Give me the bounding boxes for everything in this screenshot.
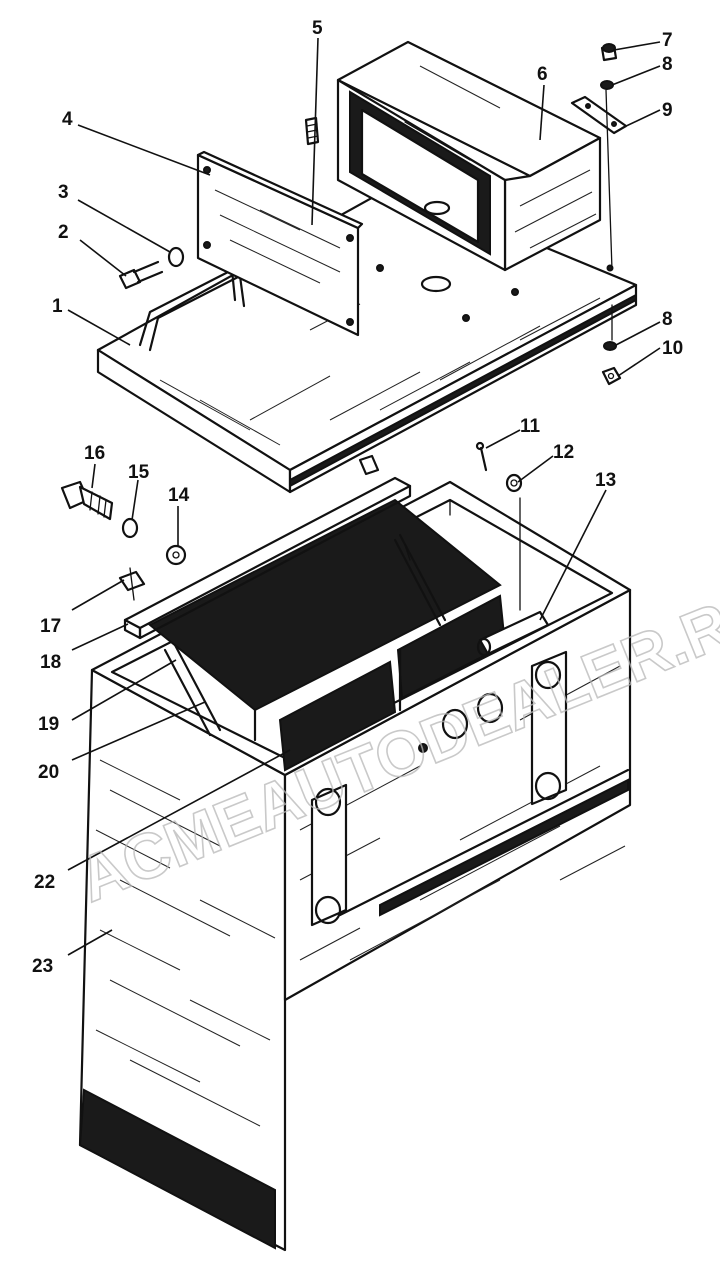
callout-1: 1 xyxy=(52,296,63,317)
part-6-switch-housing xyxy=(336,40,602,272)
strap-bracket-left xyxy=(310,783,348,927)
part-22-batteries xyxy=(148,498,550,772)
callout-10: 10 xyxy=(662,338,683,359)
strap-bracket-right xyxy=(530,650,568,806)
part-12-nut xyxy=(505,473,523,493)
part-19-20-holddown-rods xyxy=(163,533,447,737)
part-23-battery-box xyxy=(78,480,632,1252)
callout-6: 6 xyxy=(537,64,548,85)
callout-2: 2 xyxy=(58,222,69,243)
part-5-stud xyxy=(304,116,320,146)
callout-13: 13 xyxy=(595,470,616,491)
part-9-mount-axis xyxy=(605,89,613,271)
callout-14: 14 xyxy=(168,485,190,506)
callout-12: 12 xyxy=(553,442,574,463)
callout-16: 16 xyxy=(84,443,105,464)
part-18-clamp-bar xyxy=(123,476,412,640)
callout-8: 8 xyxy=(662,54,673,75)
terminal-nut xyxy=(358,454,380,476)
part-14-washer xyxy=(165,544,187,566)
callout-11: 11 xyxy=(520,416,541,437)
callout-17: 17 xyxy=(40,616,61,637)
callout-3: 3 xyxy=(58,182,69,203)
callout-19: 19 xyxy=(38,714,59,735)
part-11-pin xyxy=(475,441,488,472)
part-2-screw xyxy=(118,260,164,290)
part-4-cover-plate xyxy=(196,150,364,337)
part-15-washer xyxy=(121,517,139,539)
part-7-bolt xyxy=(600,43,618,62)
part-8-washer-top xyxy=(600,80,614,90)
part-8-washer-bottom xyxy=(603,341,617,351)
callout-4: 4 xyxy=(62,109,73,130)
leader-lines xyxy=(67,37,661,956)
callout-8-lower: 8 xyxy=(662,309,673,330)
callout-22: 22 xyxy=(34,872,55,893)
callout-15: 15 xyxy=(128,462,150,483)
part-10-nut xyxy=(601,366,622,386)
part-17-nut xyxy=(118,567,146,601)
part-3-washer xyxy=(167,246,185,268)
callout-5: 5 xyxy=(312,18,323,39)
callout-9: 9 xyxy=(662,100,673,121)
callout-18: 18 xyxy=(40,652,61,673)
callout-labels: 1 2 3 4 5 6 7 8 9 8 10 11 12 13 14 15 16… xyxy=(32,18,683,977)
callout-23: 23 xyxy=(32,956,53,977)
callout-7: 7 xyxy=(662,30,673,51)
callout-20: 20 xyxy=(38,762,59,783)
part-16-bolt xyxy=(60,480,114,521)
